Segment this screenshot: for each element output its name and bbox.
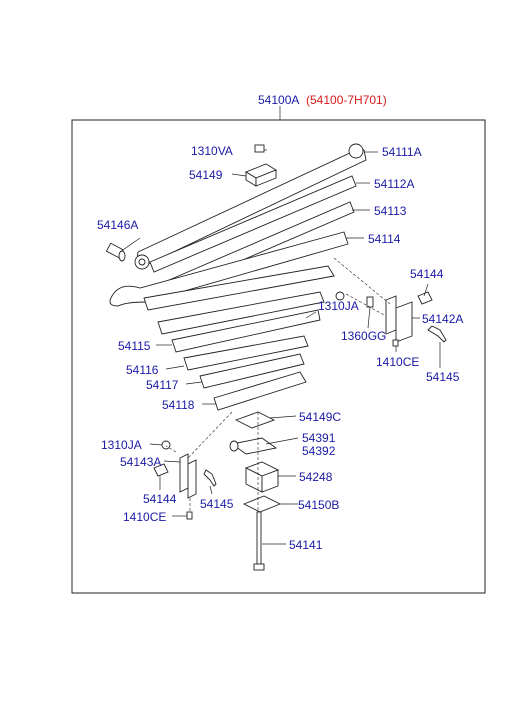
bolt-54145-bot — [203, 469, 217, 487]
plate-54150B — [242, 495, 282, 513]
callout-1310JA-top[interactable]: 1310JA — [318, 299, 359, 313]
callout-54145-bot[interactable]: 54145 — [200, 497, 234, 511]
callout-54391[interactable]: 54391 — [302, 431, 336, 445]
leaf-54114 — [109, 231, 349, 307]
callout-54115[interactable]: 54115 — [118, 339, 151, 353]
header-main-part: 54100A — [258, 93, 300, 107]
header-main-part-ref: (54100-7H701) — [306, 93, 387, 107]
leaf-54116 — [183, 335, 309, 371]
callout-54114[interactable]: 54114 — [368, 232, 401, 246]
nut-1310VA — [254, 144, 265, 153]
pad-54149C — [234, 411, 276, 429]
callout-1310VA[interactable]: 1310VA — [191, 144, 233, 158]
callout-54392[interactable]: 54392 — [302, 444, 336, 458]
pad-54149 — [244, 163, 278, 187]
pin-54144-bot — [153, 463, 169, 477]
callout-1310JA-bot[interactable]: 1310JA — [101, 438, 142, 452]
callout-54111A[interactable]: 54111A — [382, 145, 422, 159]
callout-1410CE-top[interactable]: 1410CE — [376, 355, 420, 369]
callout-54143A[interactable]: 54143A — [120, 455, 162, 469]
callout-54145-top[interactable]: 54145 — [426, 370, 460, 384]
shackle-54143A — [179, 453, 197, 499]
leaf-54117 — [199, 353, 305, 389]
callout-54149[interactable]: 54149 — [189, 168, 223, 182]
leaf-54118 — [213, 371, 307, 411]
nut-1310JA-top — [335, 291, 345, 301]
block-54248 — [244, 461, 280, 493]
leaf-54115-b — [157, 291, 325, 335]
bushing-1360GG — [366, 296, 374, 308]
bolt-54145-top — [427, 325, 447, 343]
diagram-frame — [71, 119, 486, 594]
leaf-54115-a — [143, 265, 335, 311]
callout-54248[interactable]: 54248 — [299, 470, 333, 484]
bolt-1410CE-top — [392, 339, 399, 347]
callout-1410CE-bot[interactable]: 1410CE — [123, 510, 167, 524]
callout-54146A[interactable]: 54146A — [97, 218, 139, 232]
callout-54150B[interactable]: 54150B — [298, 498, 340, 512]
leaf-54115 — [171, 309, 321, 353]
callout-54117[interactable]: 54117 — [146, 378, 179, 392]
callout-54144-bot[interactable]: 54144 — [143, 492, 177, 506]
bolt-1410CE-bot — [186, 511, 193, 520]
leaf-54111A — [134, 143, 367, 270]
callout-54142A[interactable]: 54142A — [422, 312, 464, 326]
callout-54113[interactable]: 54113 — [374, 204, 407, 218]
callout-54112A[interactable]: 54112A — [374, 177, 415, 191]
leaf-54112A — [149, 175, 357, 273]
callout-54116[interactable]: 54116 — [126, 363, 159, 377]
ubolt-54141 — [253, 511, 265, 571]
pin-54146A — [105, 242, 126, 262]
callout-54144-top[interactable]: 54144 — [410, 267, 444, 281]
callout-54118[interactable]: 54118 — [162, 398, 195, 412]
callout-54149C[interactable]: 54149C — [299, 410, 342, 424]
callout-1360GG[interactable]: 1360GG — [341, 329, 387, 343]
callout-54141[interactable]: 54141 — [289, 538, 323, 552]
nut-1310JA-bot — [161, 440, 171, 450]
shackle-54142A — [385, 295, 413, 343]
seat-54391 — [229, 437, 278, 455]
